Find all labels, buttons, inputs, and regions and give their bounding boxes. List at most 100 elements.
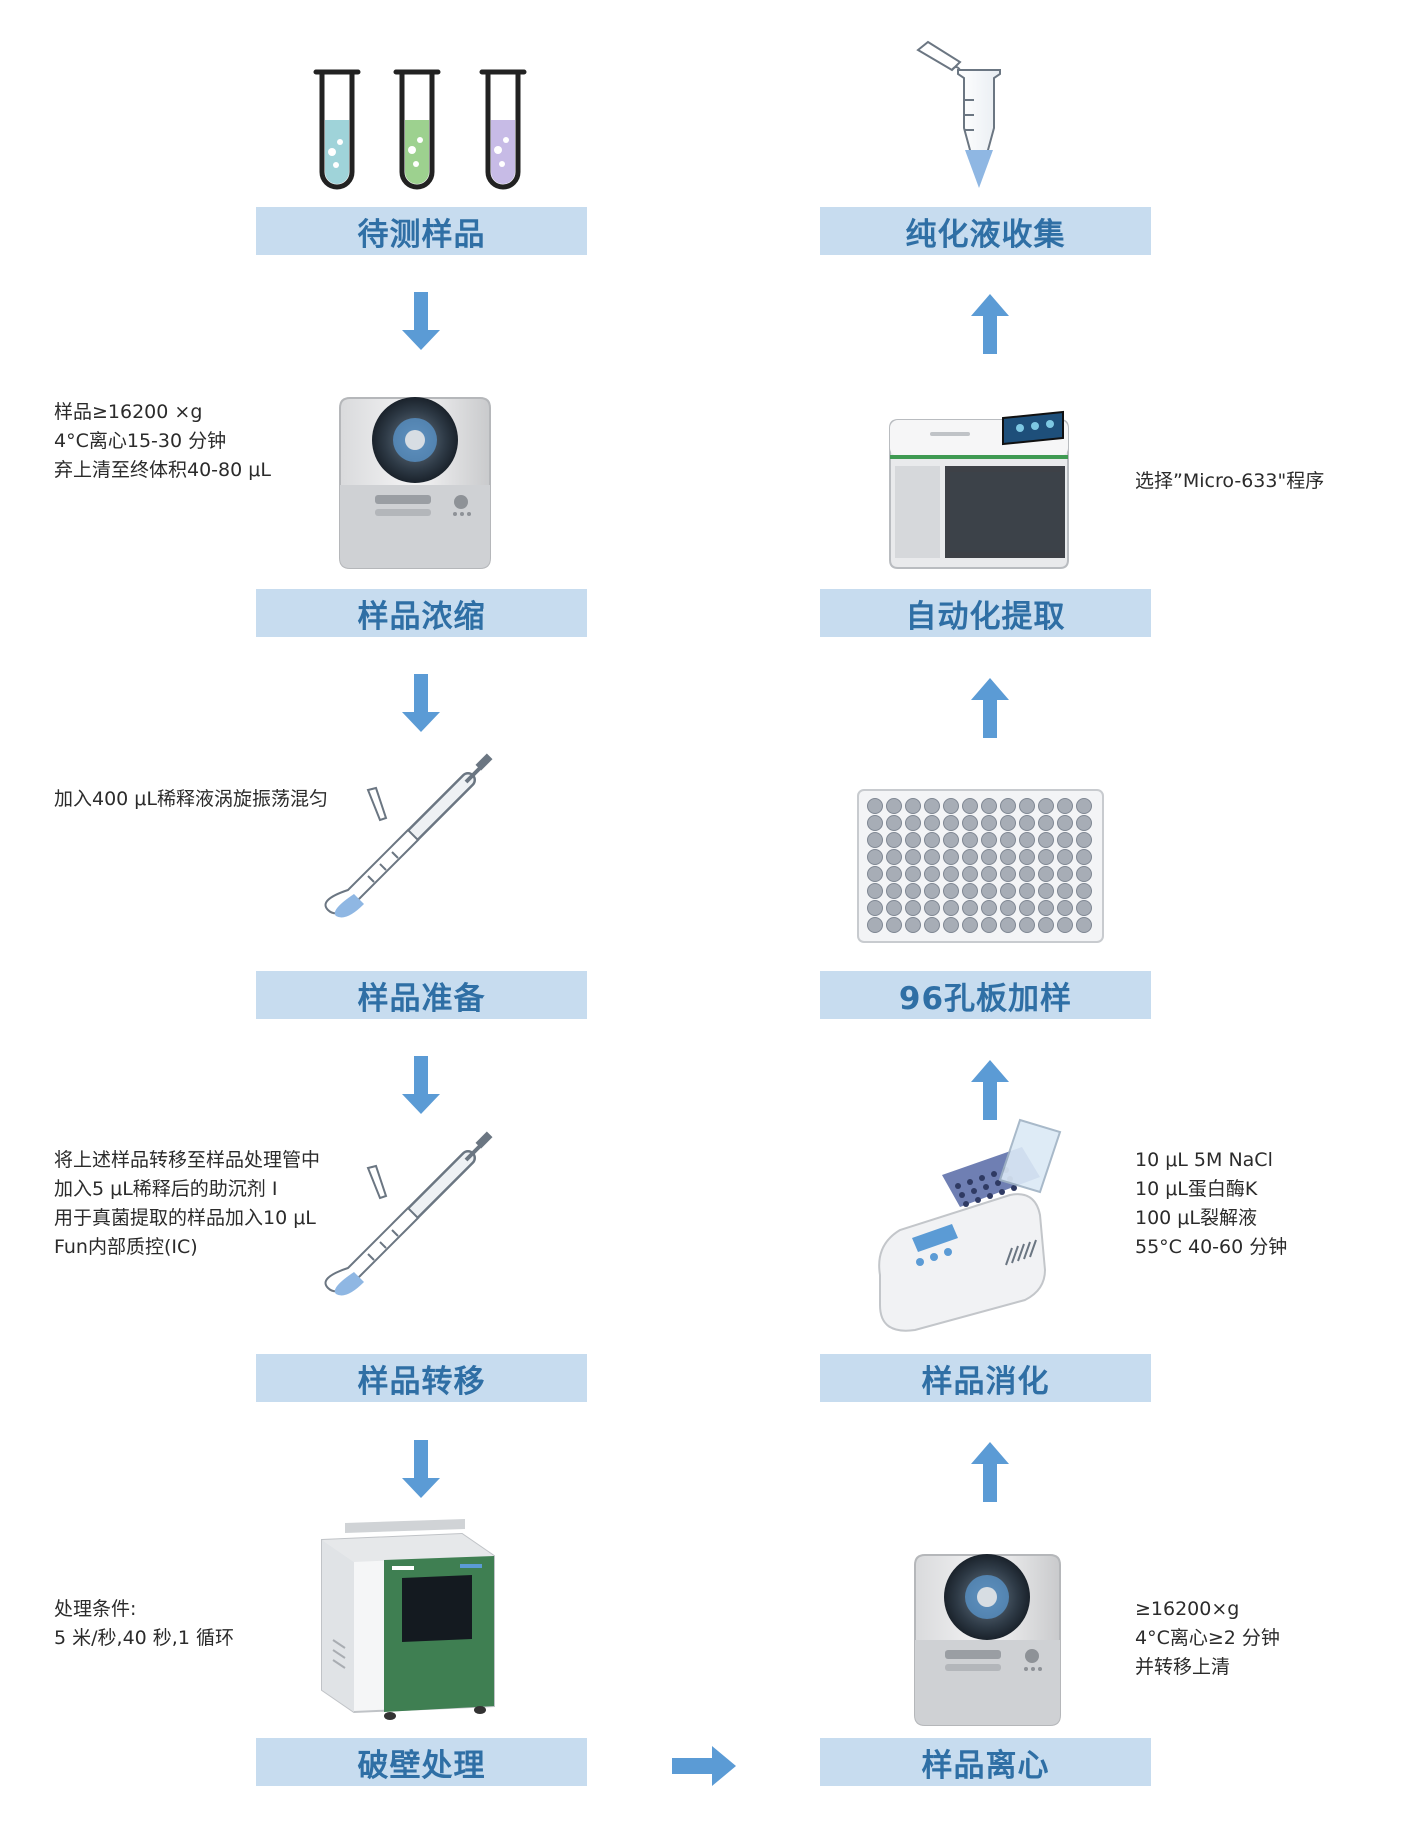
plate-well [867, 815, 883, 831]
plate-well [886, 866, 902, 882]
plate-well [981, 917, 997, 933]
plate-well [1057, 815, 1073, 831]
plate-well [886, 798, 902, 814]
arrow-up [971, 1060, 1009, 1120]
note-line: 用于真菌提取的样品加入10 μL [54, 1207, 316, 1229]
plate-well [1057, 798, 1073, 814]
plate-well [1019, 900, 1035, 916]
plate-well [962, 815, 978, 831]
note-lysis: 处理条件: 5 米/秒,40 秒,1 循环 [54, 1595, 234, 1653]
plate-well [962, 849, 978, 865]
test-tubes-icon [313, 69, 527, 190]
plate-well [981, 883, 997, 899]
plate-well [1057, 849, 1073, 865]
plate-well [1019, 849, 1035, 865]
plate-well [1038, 883, 1054, 899]
plate-well [962, 798, 978, 814]
plate-well [1076, 798, 1092, 814]
nucleic-acid-extractor-icon [889, 410, 1069, 569]
plate-well [943, 849, 959, 865]
plate-well [867, 883, 883, 899]
plate-well [905, 832, 921, 848]
plate-well [867, 917, 883, 933]
note-digest: 10 μL 5M NaCl 10 μL蛋白酶K 100 μL裂解液 55°C 4… [1135, 1146, 1287, 1262]
centrifuge-icon [339, 397, 491, 569]
note-line: 10 μL 5M NaCl [1135, 1149, 1273, 1171]
note-line: 选择”Micro-633"程序 [1135, 470, 1325, 492]
plate-well [924, 866, 940, 882]
plate-well [1019, 798, 1035, 814]
dry-bath-incubator-icon [878, 1118, 1062, 1332]
plate-well [1076, 849, 1092, 865]
plate-well [1076, 917, 1092, 933]
plate-well [943, 900, 959, 916]
plate-well [1038, 849, 1054, 865]
plate-well [1076, 815, 1092, 831]
step-label-sample: 待测样品 [256, 207, 587, 255]
note-line: 并转移上清 [1135, 1656, 1231, 1678]
plate-well [1076, 832, 1092, 848]
plate-well [1057, 917, 1073, 933]
note-line: 将上述样品转移至样品处理管中 [54, 1149, 321, 1171]
plate-well [886, 815, 902, 831]
plate-well [1019, 866, 1035, 882]
plate-well [924, 900, 940, 916]
plate-well [924, 917, 940, 933]
note-centrifuge: ≥16200×g 4°C离心≥2 分钟 并转移上清 [1135, 1595, 1280, 1682]
plate-well [981, 798, 997, 814]
plate-well [1076, 900, 1092, 916]
plate-well [1038, 917, 1054, 933]
plate-well [1057, 883, 1073, 899]
arrow-down [402, 674, 440, 732]
arrow-up [971, 1442, 1009, 1502]
96-well-plate-icon [857, 789, 1104, 943]
plate-well [924, 832, 940, 848]
plate-well [886, 883, 902, 899]
centrifuge-icon [914, 1554, 1061, 1726]
step-label-concentrate: 样品浓缩 [256, 589, 587, 637]
plate-well [1000, 866, 1016, 882]
plate-well [1000, 849, 1016, 865]
plate-well [1057, 832, 1073, 848]
plate-well [981, 866, 997, 882]
plate-well [867, 832, 883, 848]
plate-well [1019, 832, 1035, 848]
plate-well [905, 849, 921, 865]
plate-well [962, 917, 978, 933]
note-line: 4°C离心15-30 分钟 [54, 430, 227, 452]
step-label-prepare: 样品准备 [256, 971, 587, 1019]
plate-well [1038, 866, 1054, 882]
note-line: ≥16200×g [1135, 1598, 1240, 1620]
plate-well [981, 832, 997, 848]
homogenizer-icon [321, 1519, 495, 1720]
note-line: 5 米/秒,40 秒,1 循环 [54, 1627, 234, 1649]
plate-well [886, 900, 902, 916]
pipette-tube-icon [324, 1131, 493, 1296]
plate-well [962, 832, 978, 848]
note-concentrate: 样品≥16200 ×g 4°C离心15-30 分钟 弃上清至终体积40-80 μ… [54, 398, 271, 485]
plate-well [905, 900, 921, 916]
plate-well [981, 849, 997, 865]
plate-well [1019, 815, 1035, 831]
plate-well [1000, 883, 1016, 899]
plate-well [867, 900, 883, 916]
step-label-extract: 自动化提取 [820, 589, 1151, 637]
plate-well [924, 849, 940, 865]
note-line: 4°C离心≥2 分钟 [1135, 1627, 1280, 1649]
arrow-down [402, 1056, 440, 1114]
plate-well [867, 798, 883, 814]
plate-well [1038, 815, 1054, 831]
plate-well [943, 866, 959, 882]
note-line: 100 μL裂解液 [1135, 1207, 1257, 1229]
plate-well [1000, 900, 1016, 916]
plate-well [867, 849, 883, 865]
note-line: 加入400 μL稀释液涡旋振荡混匀 [54, 788, 328, 810]
step-label-collect: 纯化液收集 [820, 207, 1151, 255]
plate-well [1057, 900, 1073, 916]
plate-well [886, 849, 902, 865]
note-line: 10 μL蛋白酶K [1135, 1178, 1258, 1200]
note-line: 样品≥16200 ×g [54, 401, 203, 423]
plate-well [1019, 917, 1035, 933]
plate-well [981, 815, 997, 831]
